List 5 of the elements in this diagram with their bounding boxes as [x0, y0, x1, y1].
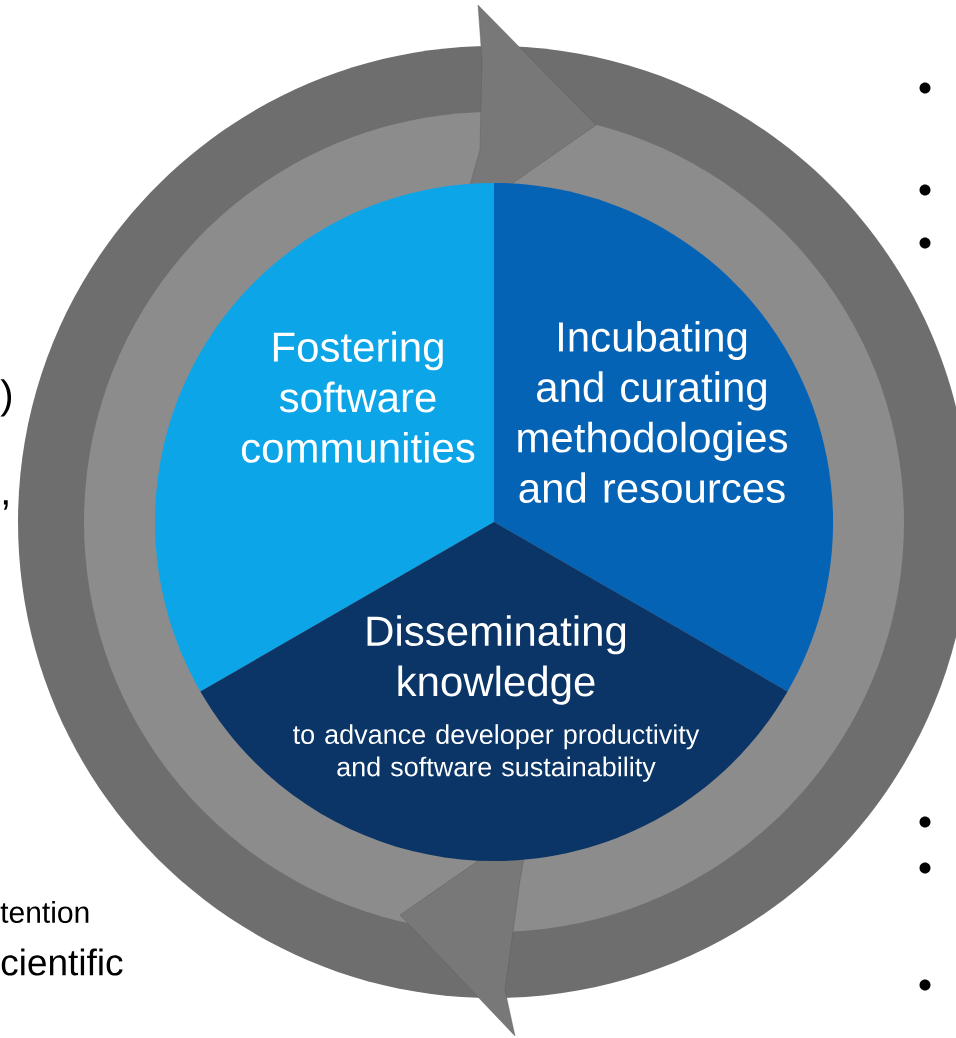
pie-sector: Disseminating knowledge to advance developer productivity and software sustainability: [200, 522, 788, 862]
text-fragment: tention: [0, 901, 89, 923]
text-fragment: cientific: [1, 948, 123, 976]
text-fragment: ): [0, 379, 12, 417]
text-fragment: ,: [3, 500, 8, 510]
